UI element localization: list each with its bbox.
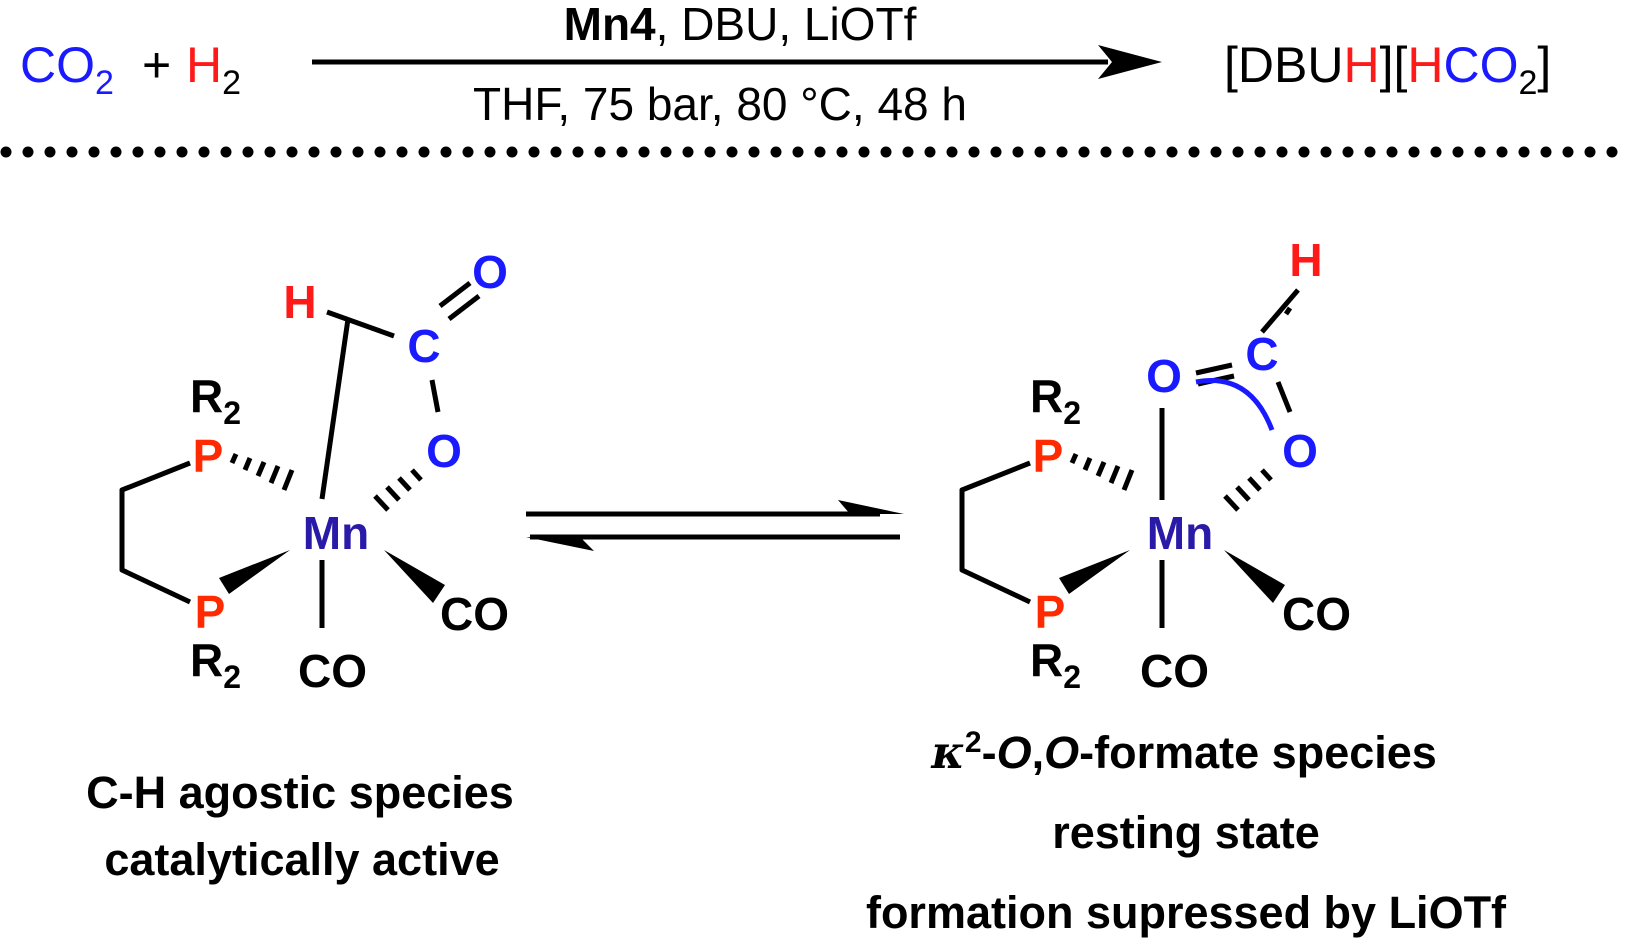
- atom-p-top: P: [193, 430, 224, 482]
- co-ligand-bottom: CO: [298, 645, 367, 697]
- c-o-double-bond-a: [438, 281, 472, 308]
- co-ligand-right: CO: [440, 588, 509, 640]
- atom-o-carbonyl: O: [472, 246, 508, 298]
- equilibrium-arrows: [526, 500, 904, 551]
- co-ligand-bottom-right: CO: [1140, 645, 1209, 697]
- mn-co-wedge-bond-right: [1224, 550, 1285, 603]
- ethylene-backbone-right: [959, 460, 1032, 605]
- co2-reactant: CO2: [20, 37, 114, 102]
- p-mn-wedge-bond: [219, 550, 290, 594]
- agostic-h-mn-bond: [319, 318, 351, 500]
- atom-p-top-right: P: [1033, 430, 1064, 482]
- ethylene-backbone: [119, 460, 192, 605]
- conditions-label: THF, 75 bar, 80 °C, 48 h: [473, 78, 967, 130]
- reverse-arrow-head: [526, 537, 594, 551]
- r2-bottom: R2: [190, 634, 241, 695]
- atom-p-bottom: P: [195, 586, 226, 638]
- h2-reactant: H2: [186, 37, 241, 102]
- formate-caption-line1: κ2-O,O-formate species: [930, 726, 1437, 779]
- formate-caption-line2: resting state: [1052, 807, 1320, 858]
- c-o-single-bond-right: [1275, 381, 1293, 413]
- delocalization-arc: [1195, 378, 1275, 431]
- o-mn-hashed-bond-right: [1223, 468, 1273, 512]
- agostic-species-structure: H O C O Mn P P R2 R2 CO CO: [119, 246, 509, 697]
- atom-p-bottom-right: P: [1035, 586, 1066, 638]
- agostic-caption-line1: C-H agostic species: [86, 767, 514, 818]
- o-c-double-bond-a: [1195, 362, 1233, 376]
- mn-co-wedge-bond: [384, 550, 445, 603]
- atom-mn-right: Mn: [1147, 507, 1213, 559]
- r2-top-right: R2: [1030, 370, 1081, 431]
- h-c-bond: [326, 309, 395, 339]
- p-mn-wedge-bond-right: [1059, 550, 1130, 594]
- plus-sign: +: [142, 37, 171, 93]
- formate-species-structure: H O C O Mn P P R2 R2 CO CO: [959, 234, 1351, 697]
- formate-caption-line3: formation supressed by LiOTf: [866, 887, 1507, 938]
- r2-bottom-right: R2: [1030, 634, 1081, 695]
- atom-h-right: H: [1289, 234, 1322, 286]
- atom-c-right: C: [1245, 328, 1278, 380]
- reagents-label: Mn4, DBU, LiOTf: [564, 0, 917, 50]
- c-h-bond: [1260, 288, 1300, 334]
- atom-o-bound: O: [426, 425, 462, 477]
- product-salt: [DBUH][HCO2]: [1224, 37, 1551, 102]
- atom-h: H: [283, 276, 316, 328]
- c-h-bond-stub: [1283, 306, 1293, 316]
- c-o-single-bond: [429, 379, 441, 413]
- c-o-double-bond-b: [447, 294, 481, 321]
- co-ligand-right-right: CO: [1282, 588, 1351, 640]
- atom-o-top-right: O: [1146, 350, 1182, 402]
- reaction-arrow-head: [1098, 45, 1162, 79]
- o-mn-hashed-bond: [373, 468, 423, 512]
- atom-o-right: O: [1282, 425, 1318, 477]
- forward-arrow-head: [838, 500, 904, 514]
- r2-top: R2: [190, 370, 241, 431]
- atom-mn: Mn: [303, 507, 369, 559]
- agostic-caption-line2: catalytically active: [104, 834, 499, 885]
- p-mn-hashed-bond-right: [1069, 452, 1135, 491]
- p-mn-hashed-bond: [229, 452, 295, 491]
- reaction-equation: CO2 + H2 Mn4, DBU, LiOTf THF, 75 bar, 80…: [20, 0, 1551, 130]
- atom-c: C: [407, 320, 440, 372]
